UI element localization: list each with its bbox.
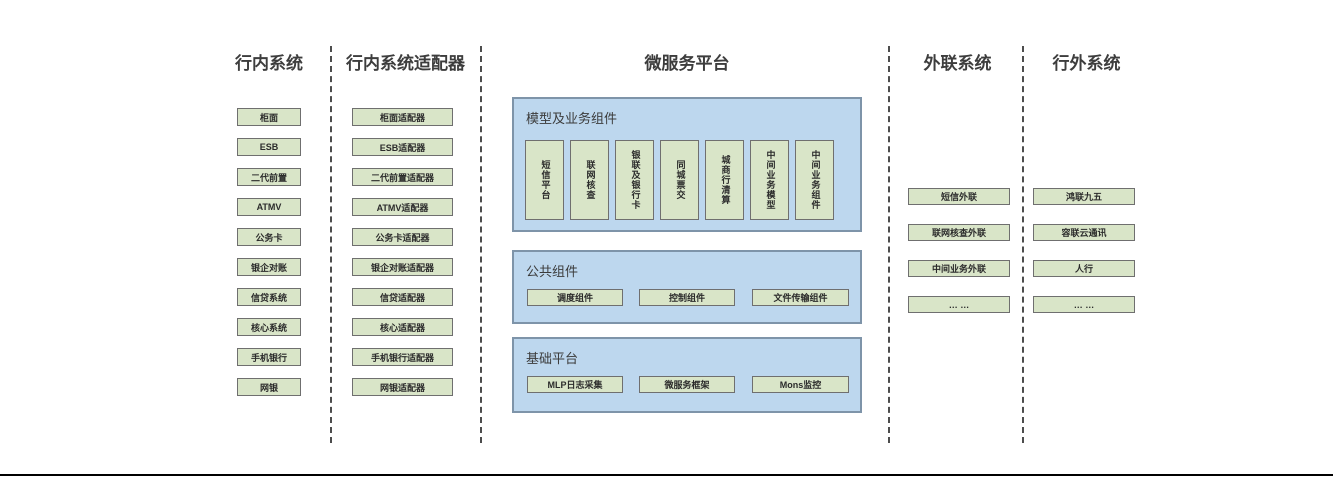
internal-system-box: ESB (237, 138, 301, 156)
external-link-box: 联网核查外联 (908, 224, 1010, 241)
internal-system-box: 网银 (237, 378, 301, 396)
separator-2 (480, 46, 482, 443)
header-external-link-systems: 外联系统 (923, 54, 992, 73)
platform-component-box: 微服务框架 (639, 376, 735, 393)
adapter-box: 信贷适配器 (352, 288, 453, 306)
platform-component-box: 城商行清算 (705, 140, 744, 220)
internal-system-box: 手机银行 (237, 348, 301, 366)
internal-system-box: 核心系统 (237, 318, 301, 336)
adapter-box: 柜面适配器 (352, 108, 453, 126)
internal-system-box: 二代前置 (237, 168, 301, 186)
internal-system-box: 信贷系统 (237, 288, 301, 306)
header-internal-systems: 行内系统 (235, 54, 303, 73)
external-link-box: 短信外联 (908, 188, 1010, 205)
bottom-divider-line (0, 474, 1333, 476)
adapter-box: 网银适配器 (352, 378, 453, 396)
adapter-box: 核心适配器 (352, 318, 453, 336)
outside-system-box: 人行 (1033, 260, 1135, 277)
platform-component-box: MLP日志采集 (527, 376, 623, 393)
group-base-platform: 基础平台 MLP日志采集 微服务框架 Mons监控 (512, 337, 862, 413)
adapter-box: 二代前置适配器 (352, 168, 453, 186)
separator-3 (888, 46, 890, 443)
adapter-box: 手机银行适配器 (352, 348, 453, 366)
internal-system-box: 公务卡 (237, 228, 301, 246)
separator-4 (1022, 46, 1024, 443)
platform-component-box: 联网核查 (570, 140, 609, 220)
adapter-box: ATMV适配器 (352, 198, 453, 216)
external-link-box: 中间业务外联 (908, 260, 1010, 277)
outside-system-box: … … (1033, 296, 1135, 313)
platform-component-box: 中间业务组件 (795, 140, 834, 220)
adapter-box: 银企对账适配器 (352, 258, 453, 276)
group-title: 模型及业务组件 (526, 111, 618, 126)
outside-system-box: 容联云通讯 (1033, 224, 1135, 241)
platform-component-box: 中间业务模型 (750, 140, 789, 220)
separator-1 (330, 46, 332, 443)
outside-system-box: 鸿联九五 (1033, 188, 1135, 205)
platform-component-box: 短信平台 (525, 140, 564, 220)
platform-component-box: 文件传输组件 (752, 289, 849, 306)
header-internal-adapters: 行内系统适配器 (346, 54, 465, 73)
group-title: 基础平台 (526, 351, 579, 366)
internal-system-box: 柜面 (237, 108, 301, 126)
platform-component-box: 同城票交 (660, 140, 699, 220)
internal-system-box: 银企对账 (237, 258, 301, 276)
adapter-box: ESB适配器 (352, 138, 453, 156)
adapter-box: 公务卡适配器 (352, 228, 453, 246)
group-common-components: 公共组件 调度组件 控制组件 文件传输组件 (512, 250, 862, 324)
platform-component-box: 控制组件 (639, 289, 735, 306)
external-link-box: … … (908, 296, 1010, 313)
platform-component-box: 银联及银行卡 (615, 140, 654, 220)
group-title: 公共组件 (526, 264, 579, 279)
platform-component-box: Mons监控 (752, 376, 849, 393)
header-microservice-platform: 微服务平台 (644, 54, 730, 73)
group-model-business-components: 模型及业务组件 短信平台 联网核查 银联及银行卡 同城票交 城商行清算 中间业务… (512, 97, 862, 232)
platform-component-box: 调度组件 (527, 289, 623, 306)
header-outside-systems: 行外系统 (1052, 54, 1121, 73)
internal-system-box: ATMV (237, 198, 301, 216)
